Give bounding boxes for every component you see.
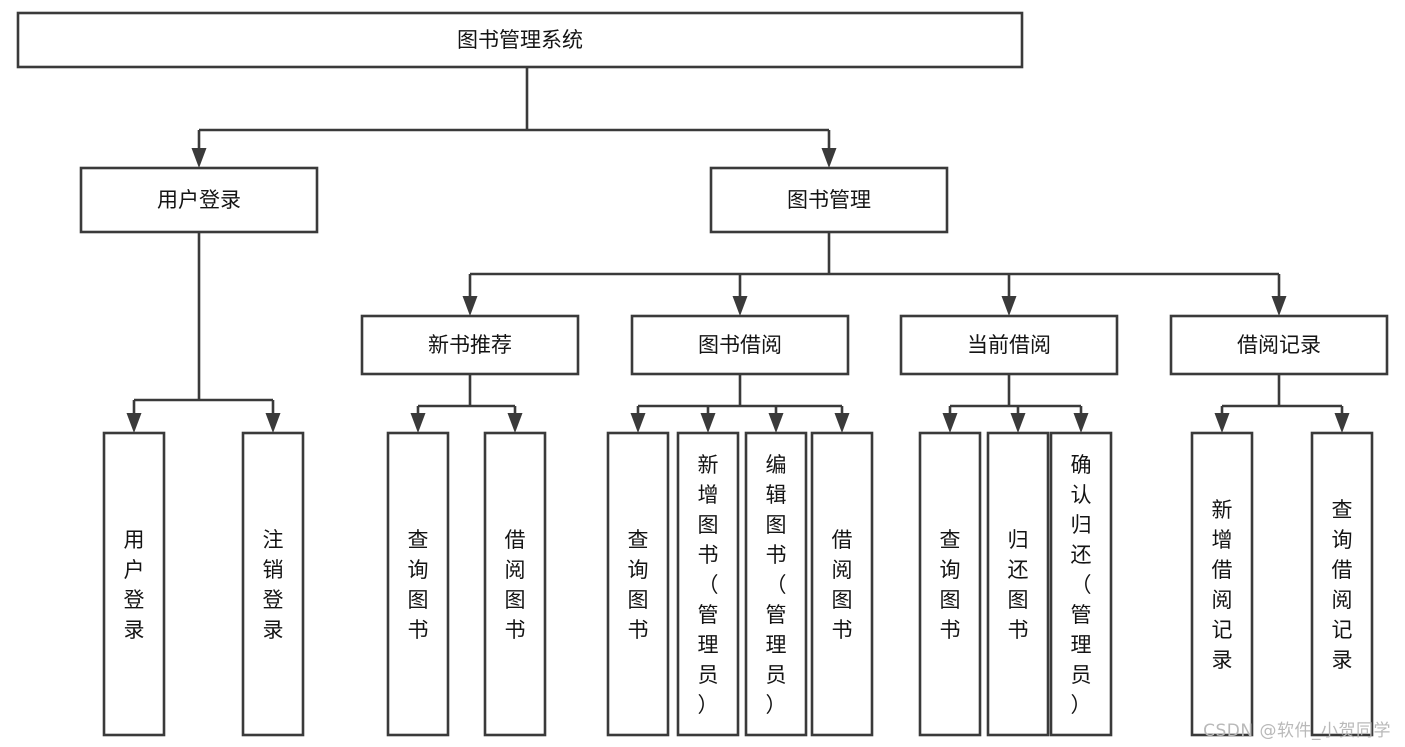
- node-leaf-borrow-book-rec[interactable]: 借阅图书: [483, 431, 547, 737]
- node-leaf-user-login[interactable]: 用户登录: [102, 431, 166, 737]
- node-layer: 图书管理系统用户登录图书管理新书推荐图书借阅当前借阅借阅记录用户登录注销登录查询…: [16, 11, 1389, 737]
- node-book-borrow[interactable]: 图书借阅: [630, 314, 850, 376]
- node-root[interactable]: 图书管理系统: [16, 11, 1024, 69]
- node-label-leaf-return-book: 归还图书: [1008, 528, 1029, 642]
- node-label-user-login: 用户登录: [157, 188, 241, 212]
- node-label-leaf-add-borrow-record: 新增借阅记录: [1212, 498, 1233, 672]
- conn-userlogin-to-leaves: [126, 232, 281, 433]
- node-current-borrow[interactable]: 当前借阅: [899, 314, 1119, 376]
- node-leaf-return-book[interactable]: 归还图书: [986, 431, 1050, 737]
- conn-bookmanage-to-level3: [462, 232, 1287, 316]
- node-label-book-borrow: 图书借阅: [698, 333, 782, 357]
- node-label-leaf-borrow-book: 借阅图书: [832, 528, 853, 642]
- node-label-leaf-borrow-book-rec: 借阅图书: [505, 528, 526, 642]
- node-label-new-book-rec: 新书推荐: [428, 333, 512, 357]
- node-label-book-manage: 图书管理: [787, 188, 871, 212]
- node-label-leaf-query-book-borrow: 查询图书: [628, 528, 649, 642]
- node-label-leaf-logout: 注销登录: [263, 528, 284, 642]
- node-leaf-borrow-book[interactable]: 借阅图书: [810, 431, 874, 737]
- node-leaf-confirm-return-admin[interactable]: 确认归还（管理员）: [1049, 431, 1113, 737]
- node-label-root: 图书管理系统: [457, 28, 583, 52]
- node-label-leaf-add-book-admin: 新增图书（管理员）: [698, 453, 719, 717]
- node-leaf-add-borrow-record[interactable]: 新增借阅记录: [1190, 431, 1254, 737]
- node-leaf-query-book-borrow[interactable]: 查询图书: [606, 431, 670, 737]
- conn-root-to-level2: [191, 67, 837, 168]
- node-label-leaf-query-book-current: 查询图书: [940, 528, 961, 642]
- node-leaf-logout[interactable]: 注销登录: [241, 431, 305, 737]
- conn-currentborrow-to-leaves: [942, 374, 1089, 433]
- node-label-leaf-confirm-return-admin: 确认归还（管理员）: [1071, 453, 1092, 717]
- node-user-login[interactable]: 用户登录: [79, 166, 319, 234]
- node-borrow-record[interactable]: 借阅记录: [1169, 314, 1389, 376]
- node-leaf-query-borrow-record[interactable]: 查询借阅记录: [1310, 431, 1374, 737]
- connector-layer: [126, 67, 1350, 433]
- conn-newbookrec-to-leaves: [410, 374, 523, 433]
- node-label-leaf-query-book-rec: 查询图书: [408, 528, 429, 642]
- node-label-current-borrow: 当前借阅: [967, 333, 1051, 357]
- node-label-leaf-user-login: 用户登录: [124, 528, 145, 642]
- node-leaf-add-book-admin[interactable]: 新增图书（管理员）: [676, 431, 740, 737]
- node-new-book-rec[interactable]: 新书推荐: [360, 314, 580, 376]
- node-book-manage[interactable]: 图书管理: [709, 166, 949, 234]
- node-label-leaf-query-borrow-record: 查询借阅记录: [1332, 498, 1353, 672]
- conn-borrowrecord-to-leaves: [1214, 374, 1350, 433]
- conn-bookborrow-to-leaves: [630, 374, 850, 433]
- node-leaf-query-book-rec[interactable]: 查询图书: [386, 431, 450, 737]
- node-leaf-edit-book-admin[interactable]: 编辑图书（管理员）: [744, 431, 808, 737]
- node-label-leaf-edit-book-admin: 编辑图书（管理员）: [766, 453, 787, 717]
- node-leaf-query-book-current[interactable]: 查询图书: [918, 431, 982, 737]
- node-label-borrow-record: 借阅记录: [1237, 333, 1321, 357]
- watermark-label: CSDN @软件_小贺同学: [1203, 721, 1391, 741]
